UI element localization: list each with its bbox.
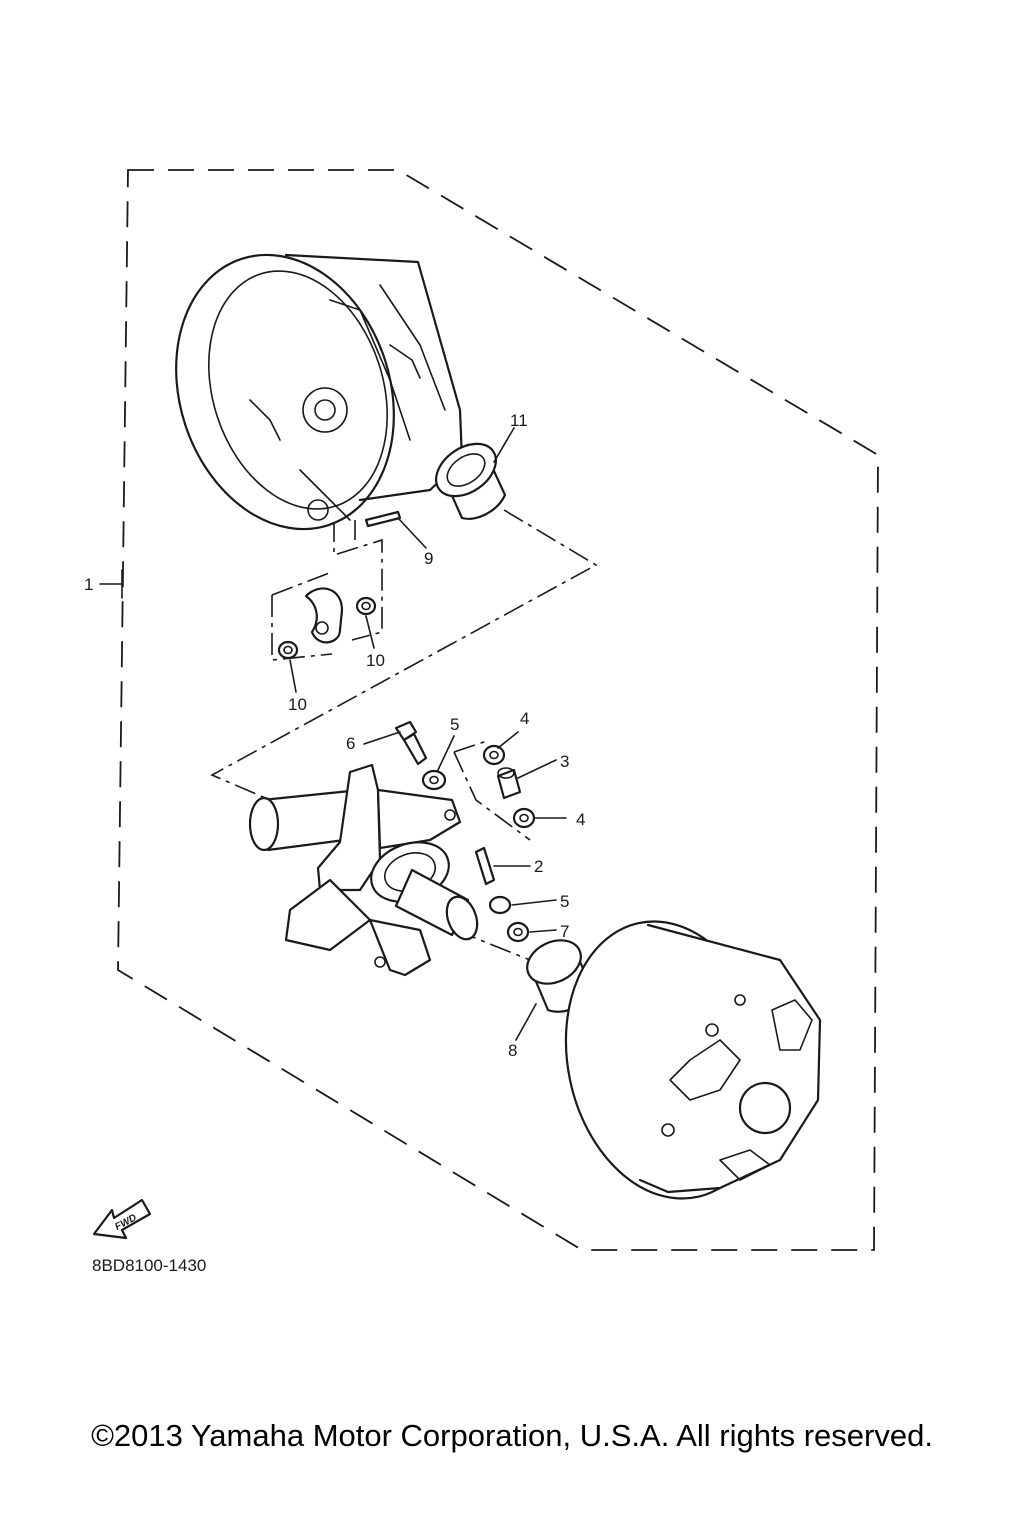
leader-lines — [99, 427, 567, 1041]
diagram-code: 8BD8100-1430 — [92, 1256, 207, 1275]
copyright-notice: ©2013 Yamaha Motor Corporation, U.S.A. A… — [91, 1418, 933, 1453]
callout-8: 8 — [508, 1041, 517, 1060]
callout-6: 6 — [346, 734, 355, 753]
part-10-washers — [277, 596, 377, 660]
callout-5-lower: 5 — [560, 892, 569, 911]
weight — [304, 587, 344, 644]
fwd-arrow-icon: FWD — [92, 1198, 152, 1240]
fixed-sheave — [175, 253, 464, 531]
callout-7: 7 — [560, 922, 569, 941]
small-hardware — [421, 744, 536, 943]
part-9-pin — [364, 510, 402, 528]
callout-3: 3 — [560, 752, 569, 771]
spider-shaft — [248, 763, 479, 977]
callout-9: 9 — [424, 549, 433, 568]
movable-sheave — [564, 920, 822, 1200]
part-11-bushing — [435, 442, 507, 520]
callout-11: 11 — [510, 411, 528, 430]
callout-10-lower: 10 — [288, 695, 307, 714]
callout-1: 1 — [84, 575, 93, 594]
callout-2: 2 — [534, 857, 543, 876]
part-6-bolt — [394, 720, 428, 766]
callout-4-lower: 4 — [576, 810, 585, 829]
assembly-boundary — [117, 169, 879, 1251]
callout-5-upper: 5 — [450, 715, 459, 734]
callout-10-upper: 10 — [366, 651, 385, 670]
callout-4-upper: 4 — [520, 709, 529, 728]
